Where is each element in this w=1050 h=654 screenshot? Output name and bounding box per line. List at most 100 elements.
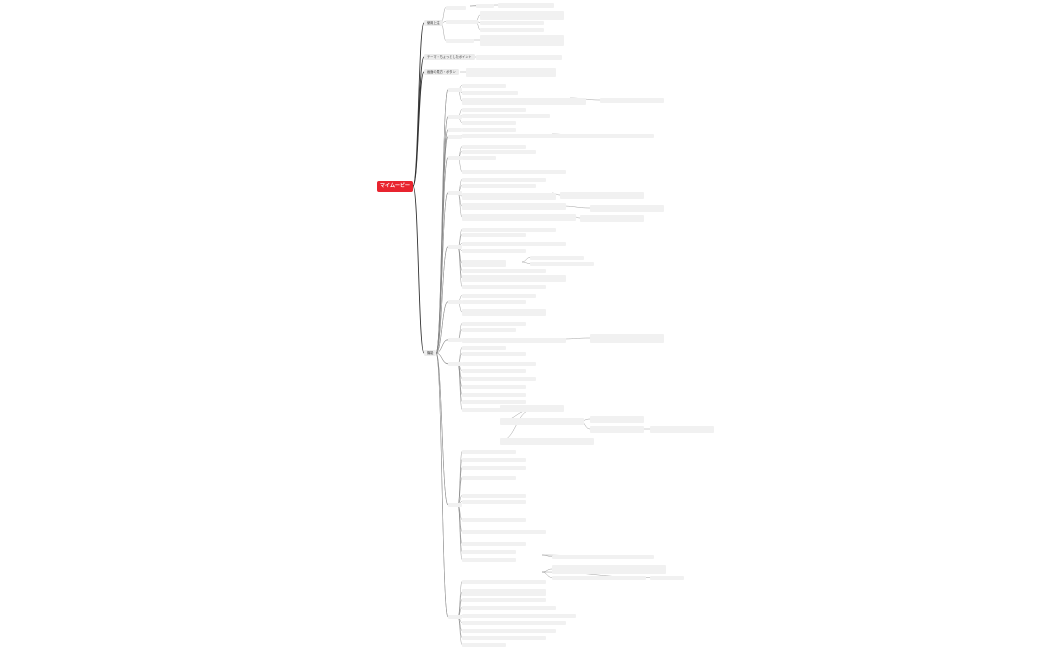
leaf-node[interactable] <box>462 458 526 463</box>
leaf-node[interactable] <box>480 11 564 21</box>
leaf-node[interactable] <box>462 629 556 634</box>
leaf-node[interactable] <box>462 589 546 597</box>
leaf-node[interactable] <box>448 135 462 140</box>
leaf-node[interactable] <box>590 334 664 344</box>
leaf-node[interactable] <box>560 192 644 200</box>
leaf-node[interactable] <box>448 245 462 250</box>
leaf-node[interactable] <box>462 228 556 233</box>
leaf-node[interactable] <box>480 28 544 33</box>
leaf-node[interactable] <box>462 214 576 222</box>
leaf-node[interactable] <box>448 300 462 305</box>
leaf-node[interactable] <box>462 450 516 455</box>
leaf-node[interactable] <box>462 362 536 367</box>
leaf-node[interactable] <box>462 542 526 547</box>
leaf-node[interactable] <box>462 621 566 626</box>
leaf-node[interactable] <box>446 20 478 25</box>
leaf-node[interactable] <box>446 39 474 44</box>
leaf-node[interactable] <box>462 156 496 161</box>
leaf-node[interactable] <box>462 346 506 351</box>
leaf-node[interactable] <box>462 322 526 327</box>
branch-node[interactable]: 機能 <box>424 350 437 356</box>
leaf-node[interactable] <box>462 249 526 254</box>
leaf-node[interactable] <box>462 300 526 305</box>
leaf-node[interactable] <box>462 121 516 126</box>
leaf-node[interactable] <box>480 35 564 47</box>
leaf-node[interactable] <box>462 275 566 283</box>
branch-node[interactable]: 画面の見方・ボタン <box>424 69 459 75</box>
leaf-node[interactable] <box>650 426 714 434</box>
leaf-node[interactable] <box>462 203 566 211</box>
leaf-node[interactable] <box>462 328 516 333</box>
leaf-node[interactable] <box>462 606 556 611</box>
leaf-node[interactable] <box>500 405 564 413</box>
leaf-node[interactable] <box>462 269 546 274</box>
leaf-node[interactable] <box>650 576 684 581</box>
leaf-node[interactable] <box>462 184 536 189</box>
leaf-node[interactable] <box>552 555 616 560</box>
leaf-node[interactable] <box>462 385 526 390</box>
leaf-node[interactable] <box>446 6 466 11</box>
leaf-node[interactable] <box>462 494 526 499</box>
leaf-node[interactable] <box>600 555 654 560</box>
leaf-node[interactable] <box>462 558 516 563</box>
leaf-node[interactable] <box>580 215 644 223</box>
leaf-node[interactable] <box>462 643 506 648</box>
leaf-node[interactable] <box>448 115 462 120</box>
leaf-node[interactable] <box>462 84 506 89</box>
leaf-node[interactable] <box>448 128 462 133</box>
leaf-node[interactable] <box>448 503 462 508</box>
leaf-node[interactable] <box>590 426 644 434</box>
leaf-node[interactable] <box>462 98 586 106</box>
leaf-node[interactable] <box>462 170 566 175</box>
leaf-node[interactable] <box>462 393 526 398</box>
root-node[interactable]: マイムービー <box>377 181 413 192</box>
leaf-node[interactable] <box>462 518 526 523</box>
leaf-node[interactable] <box>476 4 494 9</box>
leaf-node[interactable] <box>466 68 556 78</box>
leaf-node[interactable] <box>580 134 654 139</box>
leaf-node[interactable] <box>462 193 556 201</box>
leaf-node[interactable] <box>462 128 516 133</box>
leaf-node[interactable] <box>462 614 576 619</box>
leaf-node[interactable] <box>462 338 566 344</box>
leaf-node[interactable] <box>448 88 462 93</box>
leaf-node[interactable] <box>462 285 546 290</box>
leaf-node[interactable] <box>462 91 518 96</box>
leaf-node[interactable] <box>462 476 516 481</box>
leaf-node[interactable] <box>462 108 526 113</box>
leaf-node[interactable] <box>552 565 666 575</box>
leaf-node[interactable] <box>462 636 546 641</box>
leaf-node[interactable] <box>462 377 536 382</box>
branch-node[interactable]: テーマ・ちょっとしたポイント <box>424 54 475 60</box>
leaf-node[interactable] <box>480 21 544 26</box>
leaf-node[interactable] <box>590 416 644 424</box>
leaf-node[interactable] <box>462 260 506 268</box>
leaf-node[interactable] <box>462 466 526 471</box>
leaf-node[interactable] <box>448 362 462 367</box>
leaf-node[interactable] <box>500 438 594 446</box>
leaf-node[interactable] <box>462 530 546 535</box>
leaf-node[interactable] <box>500 418 584 426</box>
leaf-node[interactable] <box>448 191 462 196</box>
leaf-node[interactable] <box>462 580 546 585</box>
leaf-node[interactable] <box>462 145 526 150</box>
leaf-node[interactable] <box>462 309 546 317</box>
leaf-node[interactable] <box>462 294 536 299</box>
leaf-node[interactable] <box>462 114 550 119</box>
leaf-node[interactable] <box>448 338 462 343</box>
leaf-node[interactable] <box>552 576 646 581</box>
leaf-node[interactable] <box>462 400 526 405</box>
leaf-node[interactable] <box>590 205 664 213</box>
leaf-node[interactable] <box>462 178 546 183</box>
leaf-node[interactable] <box>498 3 554 9</box>
leaf-node[interactable] <box>462 242 566 247</box>
leaf-node[interactable] <box>462 500 526 505</box>
leaf-node[interactable] <box>462 408 536 413</box>
leaf-node[interactable] <box>600 98 664 104</box>
leaf-node[interactable] <box>462 369 526 374</box>
branch-node[interactable]: 使用上注 <box>424 20 443 26</box>
leaf-node[interactable] <box>462 352 526 357</box>
leaf-node[interactable] <box>530 262 594 267</box>
leaf-node[interactable] <box>476 55 562 61</box>
leaf-node[interactable] <box>448 615 462 620</box>
